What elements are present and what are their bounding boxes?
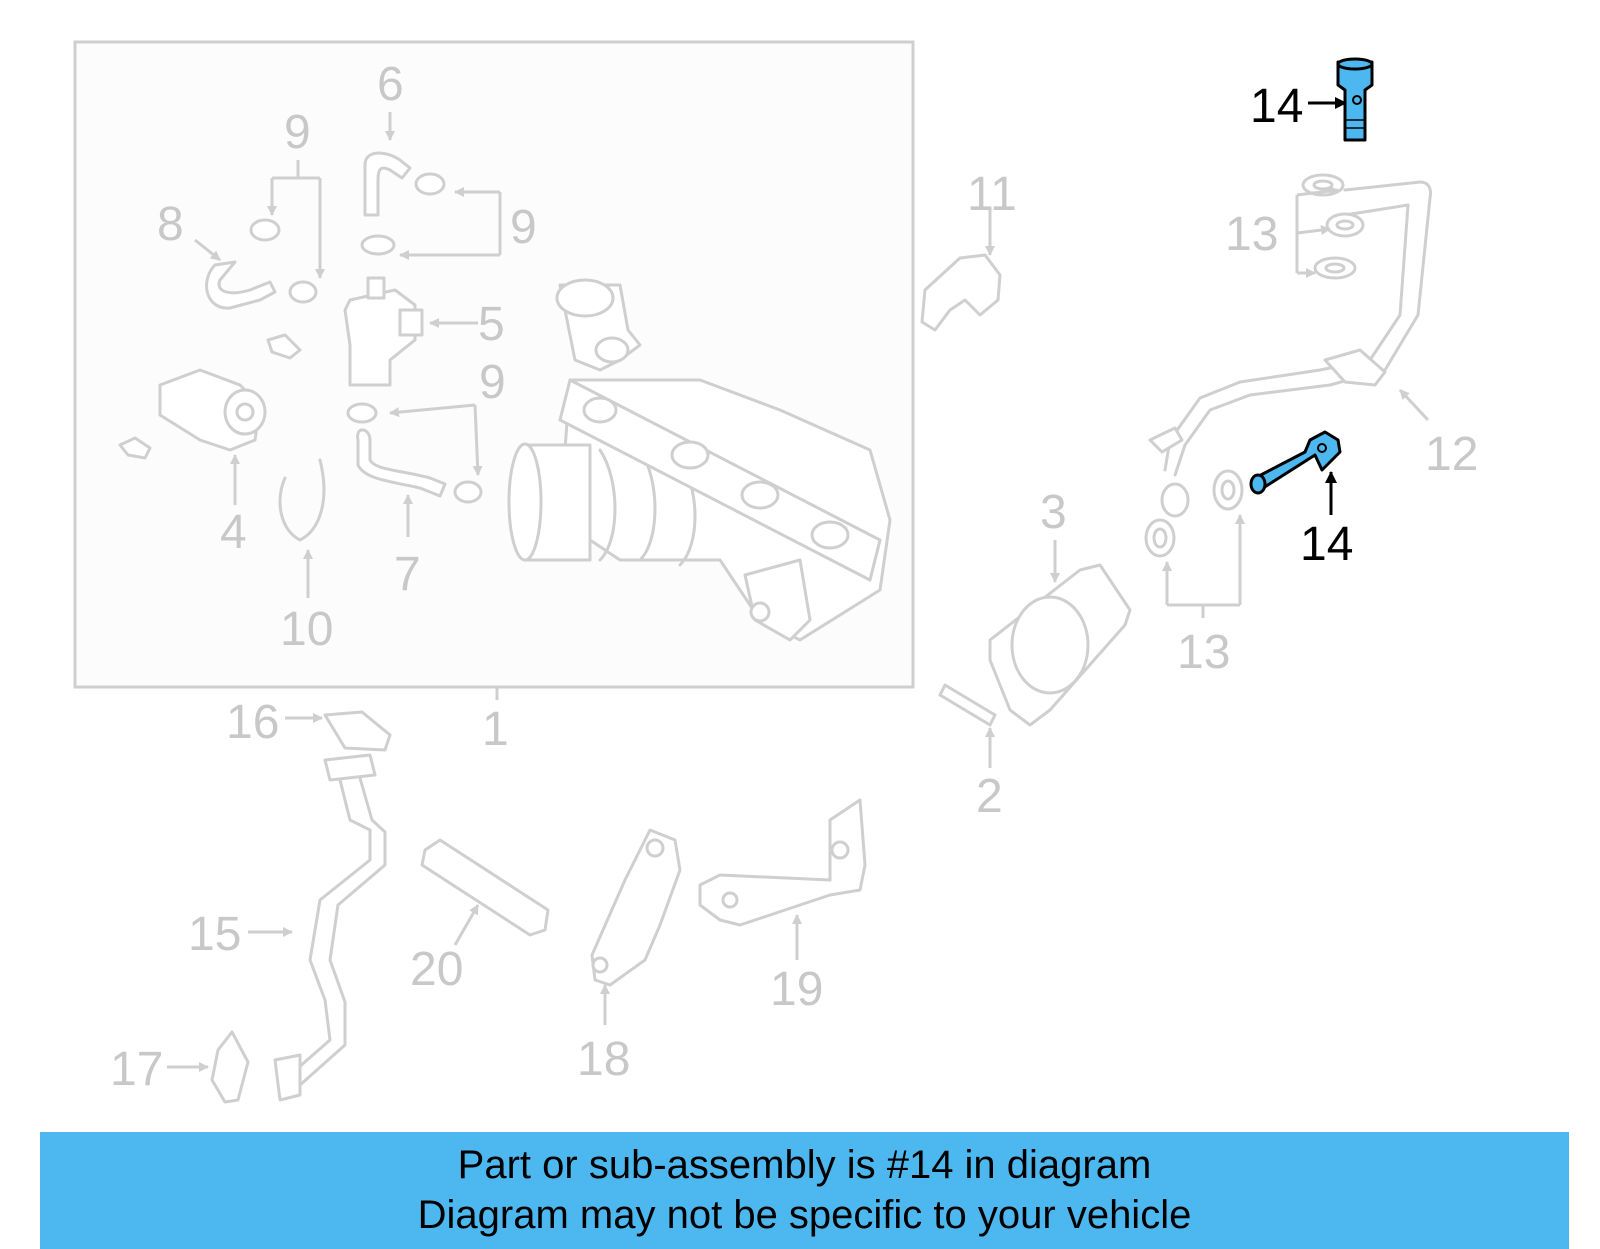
part-4-actuator (118, 368, 267, 460)
part-13-washers (1144, 173, 1365, 558)
callout-3: 3 (1040, 486, 1067, 539)
callout-13a: 13 (1225, 208, 1278, 261)
callout-15: 15 (188, 908, 241, 961)
part-7-hose (356, 428, 447, 498)
callout-12: 12 (1425, 428, 1478, 481)
part-18-bracket (590, 828, 682, 987)
callout-1: 1 (482, 703, 509, 756)
part-17-gasket (210, 1030, 250, 1104)
callout-13b: 13 (1177, 626, 1230, 679)
callout-7: 7 (394, 548, 421, 601)
callout-labels: 1 2 3 4 5 6 7 8 9 9 9 10 11 12 13 13 14 … (110, 58, 1478, 1096)
banner-line-part: Part or sub-assembly is #14 in diagram (457, 1143, 1152, 1187)
callout-20: 20 (410, 943, 463, 996)
callout-16: 16 (226, 696, 279, 749)
callout-18: 18 (577, 1033, 630, 1086)
callout-19: 19 (770, 963, 823, 1016)
part-11-shield (920, 253, 1002, 332)
part-16-gasket (323, 710, 392, 752)
callout-10: 10 (280, 603, 333, 656)
callout-9b: 9 (510, 201, 537, 254)
part-9-clamps (249, 172, 483, 504)
callout-8: 8 (157, 198, 184, 251)
part-2-stud (938, 683, 997, 727)
callout-6: 6 (377, 58, 404, 111)
part-5-valve (266, 276, 424, 387)
callout-17: 17 (110, 1043, 163, 1096)
callout-9c: 9 (479, 356, 506, 409)
part-10-clip (278, 458, 326, 542)
turbocharger-illustration (507, 278, 892, 642)
callout-2: 2 (976, 770, 1003, 823)
callout-4: 4 (220, 506, 247, 559)
part-3-gasket (988, 563, 1132, 727)
part-14-banjo-bolt-bottom (1249, 430, 1342, 495)
callout-11: 11 (967, 168, 1017, 221)
part-6-hose (363, 151, 412, 217)
part-12-oil-line (1148, 180, 1432, 518)
part-8-hose (205, 260, 277, 310)
leader-lines (167, 97, 1430, 1072)
callout-14a: 14 (1250, 80, 1303, 133)
part-20-bracket (420, 838, 550, 937)
part-14-banjo-bolt-top (1336, 57, 1374, 142)
part-15-pipe (273, 753, 387, 1102)
callout-9a: 9 (284, 106, 311, 159)
callout-5: 5 (478, 298, 505, 351)
info-banner: Part or sub-assembly is #14 in diagram D… (40, 1132, 1569, 1249)
callout-14b: 14 (1300, 518, 1353, 571)
part-19-bracket (698, 798, 867, 927)
banner-line-disclaimer: Diagram may not be specific to your vehi… (417, 1193, 1192, 1237)
